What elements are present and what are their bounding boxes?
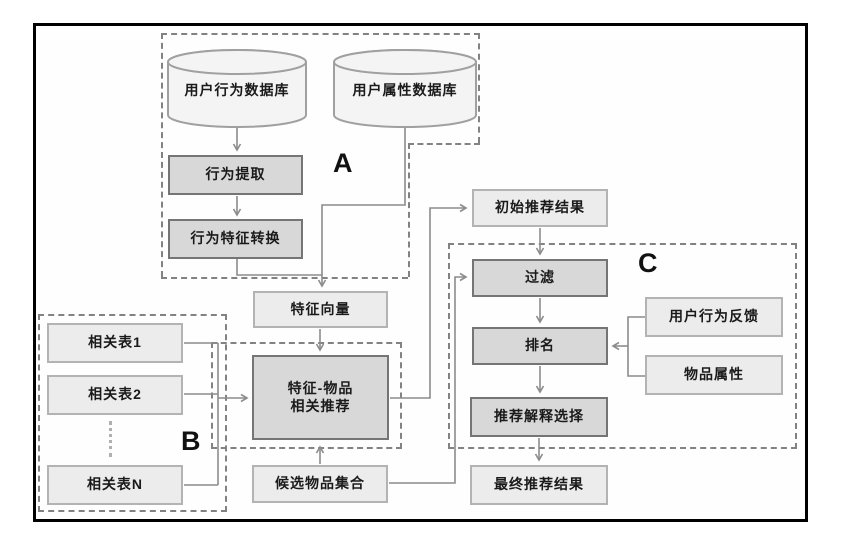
explanation-selection-box: 推荐解释选择 — [470, 397, 608, 437]
feature-item-recommendation-box: 特征-物品 相关推荐 — [252, 355, 389, 440]
final-results-box: 最终推荐结果 — [470, 465, 608, 505]
ranking-label: 排名 — [525, 337, 555, 354]
candidate-item-set-label: 候选物品集合 — [275, 475, 365, 492]
item-attributes-box: 物品属性 — [645, 355, 783, 395]
group-c-label: C — [638, 248, 658, 278]
db-user-behavior-cylinder: 用户行为数据库 — [167, 48, 307, 130]
group-a-border-step — [408, 143, 480, 145]
group-c-border — [448, 243, 797, 449]
user-behavior-feedback-box: 用户行为反馈 — [645, 297, 783, 337]
db-user-behavior-label: 用户行为数据库 — [184, 82, 290, 98]
group-b-border — [38, 314, 227, 512]
initial-results-label: 初始推荐结果 — [495, 199, 585, 216]
filter-label: 过滤 — [525, 269, 555, 286]
candidate-item-set-box: 候选物品集合 — [252, 465, 388, 503]
behavior-extraction-label: 行为提取 — [205, 166, 266, 183]
item-attributes-label: 物品属性 — [684, 366, 744, 383]
cylinder-shape — [167, 49, 307, 128]
group-a-label: A — [333, 148, 353, 178]
edge-conversion-to-merge — [236, 259, 322, 276]
related-table-2-box: 相关表2 — [47, 375, 183, 415]
ranking-box: 排名 — [472, 327, 608, 365]
feature-item-recommendation-label-line2: 相关推荐 — [290, 397, 351, 414]
edge-db2-to-feature-vector — [317, 128, 406, 288]
group-a-border-right-lower — [408, 143, 410, 277]
related-tables-ellipsis — [109, 421, 112, 457]
edge-candidate-to-filter — [389, 272, 468, 484]
related-table-n-label: 相关表N — [86, 476, 144, 493]
related-table-2-label: 相关表2 — [88, 386, 142, 403]
group-a-border-left — [161, 33, 163, 277]
db-user-attribute-cylinder: 用户属性数据库 — [333, 48, 477, 130]
initial-results-box: 初始推荐结果 — [472, 189, 608, 227]
behavior-extraction-box: 行为提取 — [168, 155, 303, 195]
group-a-border-right-upper — [478, 33, 480, 143]
user-behavior-feedback-label: 用户行为反馈 — [669, 308, 759, 325]
feature-vector-box: 特征向量 — [253, 291, 388, 328]
behavior-feature-conversion-label: 行为特征转换 — [190, 230, 281, 247]
feature-item-recommendation-label-line1: 特征-物品 — [287, 380, 354, 396]
feature-vector-label: 特征向量 — [290, 300, 351, 317]
group-a-border-bottom — [161, 277, 408, 279]
filter-box: 过滤 — [472, 259, 608, 297]
explanation-selection-label: 推荐解释选择 — [494, 408, 584, 425]
behavior-feature-conversion-box: 行为特征转换 — [168, 219, 303, 259]
related-table-1-label: 相关表1 — [88, 334, 142, 351]
group-a-border-top — [161, 33, 480, 35]
db-user-attribute-label: 用户属性数据库 — [352, 82, 458, 98]
related-table-1-box: 相关表1 — [47, 323, 183, 363]
cylinder-shape — [333, 49, 477, 128]
edge-feature-item-to-initial-results — [390, 203, 468, 399]
group-b-label: B — [181, 426, 201, 456]
edge-feedback-attributes-bracket — [627, 316, 645, 377]
feature-item-group-border — [211, 342, 402, 449]
related-table-n-box: 相关表N — [47, 465, 183, 505]
final-results-label: 最终推荐结果 — [494, 476, 584, 493]
